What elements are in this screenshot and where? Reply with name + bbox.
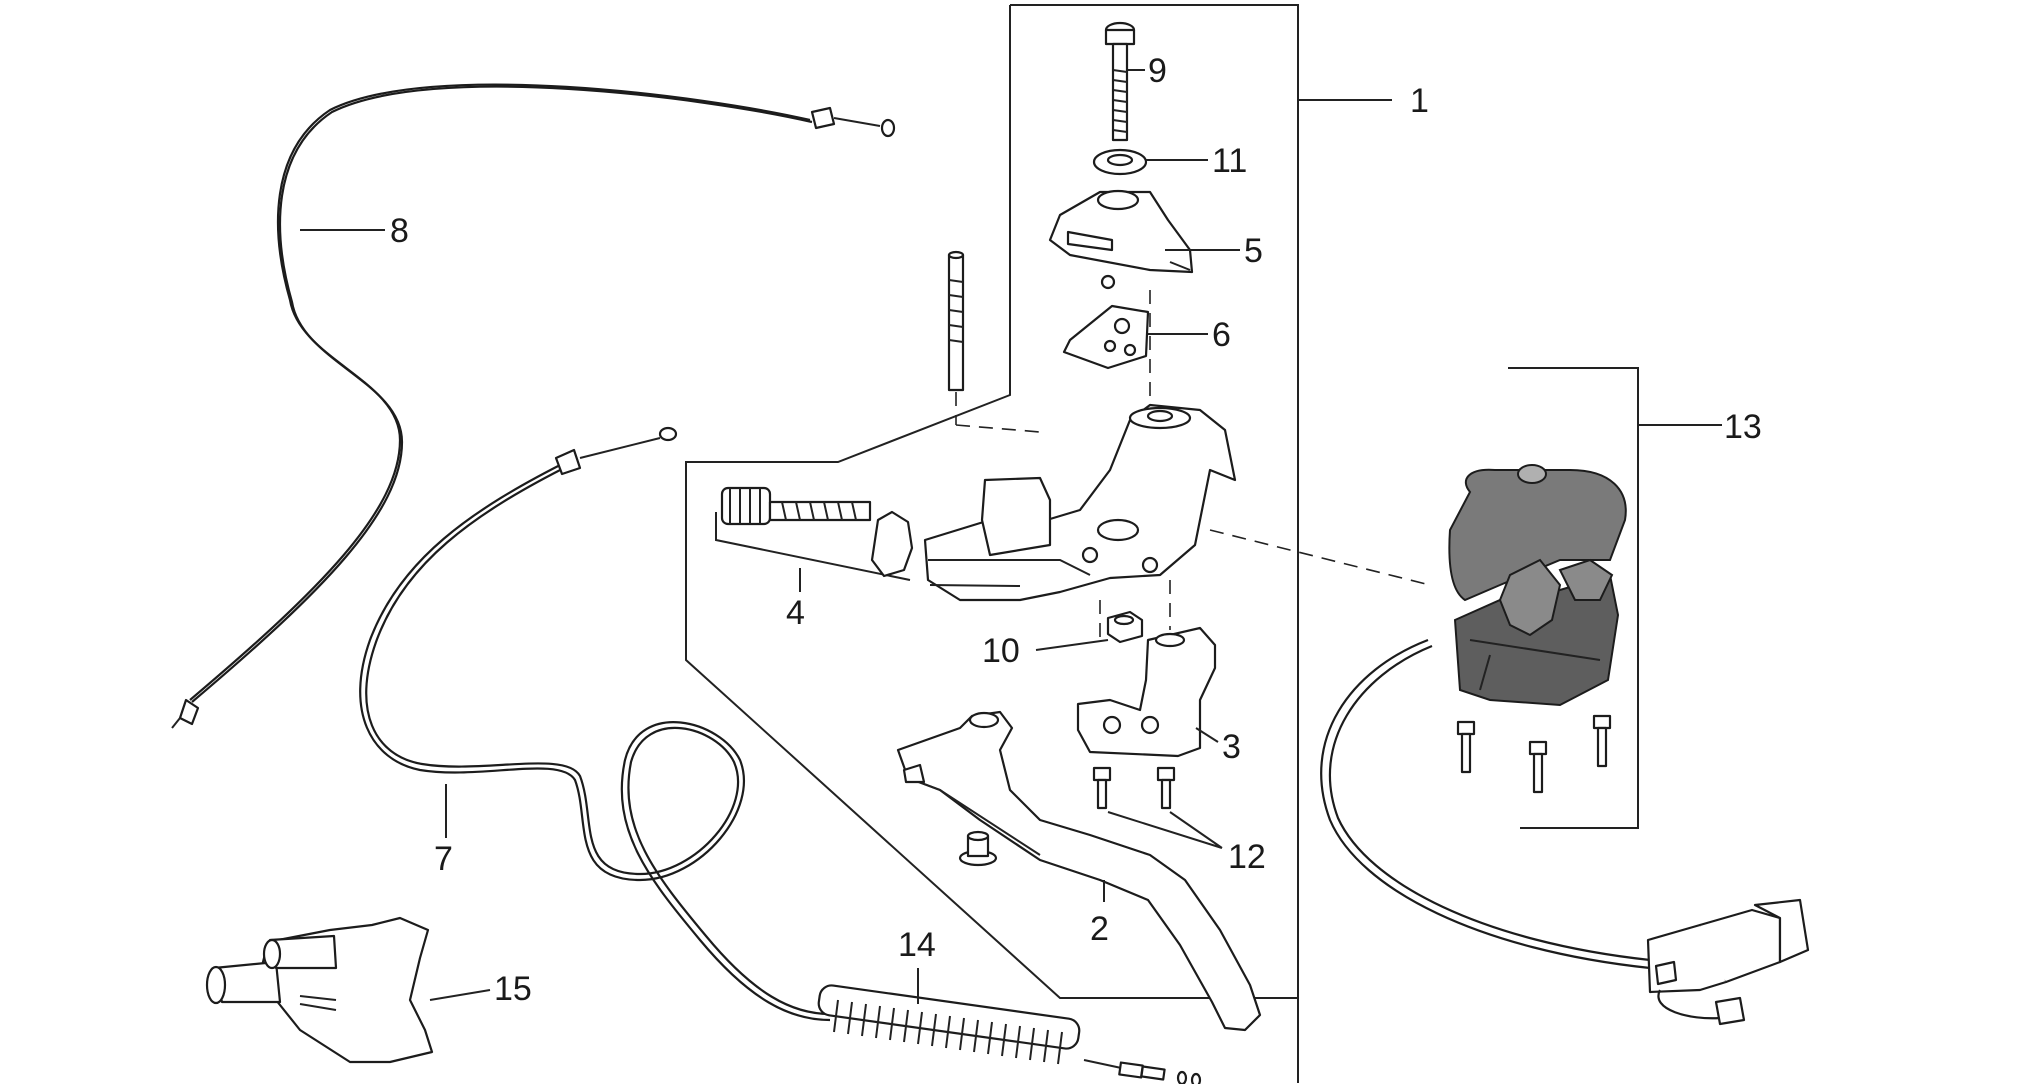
switch-screw-c bbox=[1592, 714, 1612, 768]
callout-4: 4 bbox=[786, 594, 805, 632]
leader-10 bbox=[1035, 639, 1109, 651]
callout-7: 7 bbox=[434, 840, 453, 878]
adjuster-screw-part-4 bbox=[715, 486, 914, 581]
bolt-part-9 bbox=[1104, 21, 1136, 142]
callout-1: 1 bbox=[1410, 82, 1429, 120]
pivot-pin bbox=[947, 250, 965, 392]
lever-perch-body bbox=[923, 403, 1237, 602]
callout-6: 6 bbox=[1212, 316, 1231, 354]
callout-14: 14 bbox=[898, 926, 936, 964]
cable-part-7 bbox=[359, 426, 831, 1022]
callout-15: 15 bbox=[494, 970, 532, 1008]
callout-13: 13 bbox=[1724, 408, 1762, 446]
group-bracket-1 bbox=[685, 4, 1299, 1083]
dash-pin-2 bbox=[955, 424, 1041, 433]
cable-part-8 bbox=[171, 83, 896, 729]
screw-part-12b bbox=[1156, 766, 1176, 810]
leader-3 bbox=[1195, 727, 1219, 743]
callout-10: 10 bbox=[982, 632, 1020, 670]
leader-15 bbox=[429, 989, 491, 1001]
plate-part-6 bbox=[1062, 304, 1150, 370]
clamp-part-3 bbox=[1076, 626, 1217, 758]
callout-9: 9 bbox=[1148, 52, 1167, 90]
callout-12: 12 bbox=[1228, 838, 1266, 876]
boot-part-15 bbox=[205, 916, 434, 1064]
nut-part-10 bbox=[1106, 610, 1144, 644]
washer-part-11 bbox=[1092, 148, 1148, 176]
callout-11: 11 bbox=[1212, 142, 1247, 180]
group-bracket-13 bbox=[1508, 367, 1639, 829]
switch-wiring bbox=[1320, 638, 1810, 1026]
callout-5: 5 bbox=[1244, 232, 1263, 270]
callout-2: 2 bbox=[1090, 910, 1109, 948]
lever-part-2 bbox=[896, 710, 1262, 1032]
dash-body-13 bbox=[1209, 529, 1431, 586]
spring-part-14 bbox=[817, 984, 1202, 1084]
ball-bearing bbox=[1100, 274, 1116, 290]
leader-12 bbox=[1107, 811, 1223, 849]
switch-screw-a bbox=[1456, 720, 1476, 774]
lever-bushing bbox=[958, 830, 998, 867]
callout-8: 8 bbox=[390, 212, 409, 250]
switch-housing-part-13 bbox=[1448, 464, 1627, 707]
callout-3: 3 bbox=[1222, 728, 1241, 766]
screw-part-12a bbox=[1092, 766, 1112, 810]
arm-part-5 bbox=[1048, 189, 1194, 274]
switch-screw-b bbox=[1528, 740, 1548, 794]
